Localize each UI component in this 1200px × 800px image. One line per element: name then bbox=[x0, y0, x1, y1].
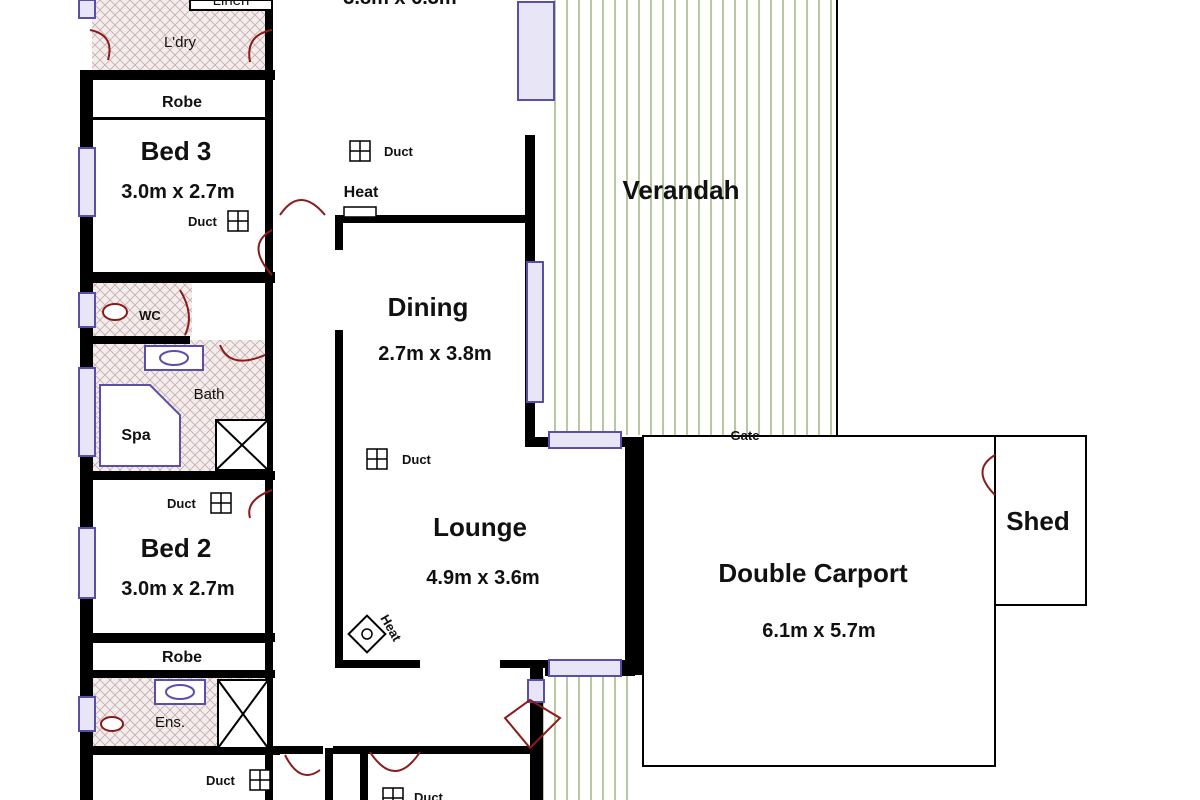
heat-label-1: Heat bbox=[344, 184, 379, 201]
verandah-lower-area bbox=[543, 676, 633, 800]
laundry-floor bbox=[92, 0, 272, 72]
shed-outline bbox=[994, 435, 1087, 606]
carport-label: Double Carport bbox=[718, 558, 908, 588]
wc-label: WC bbox=[139, 308, 161, 323]
lounge-dim: 4.9m x 3.6m bbox=[426, 567, 539, 589]
doors bbox=[89, 29, 996, 776]
carport-outline bbox=[642, 435, 996, 767]
spa-label: Spa bbox=[121, 427, 150, 444]
duct-label-6: Duct bbox=[414, 790, 444, 800]
bed2-dim: 3.0m x 2.7m bbox=[121, 578, 234, 600]
linen-label: Linen bbox=[213, 0, 250, 9]
verandah-label: Verandah bbox=[622, 175, 739, 205]
duct-label-4: Duct bbox=[167, 496, 197, 511]
shed-label: Shed bbox=[1006, 506, 1070, 536]
windows bbox=[78, 0, 622, 732]
laundry-label: L'dry bbox=[164, 34, 197, 51]
bed2-label: Bed 2 bbox=[141, 533, 212, 563]
robe-top-label: Robe bbox=[162, 94, 202, 111]
ensuite-toilet-icon bbox=[100, 716, 124, 732]
gate-label: Gate bbox=[731, 428, 760, 443]
bath-label: Bath bbox=[194, 386, 225, 403]
duct-label-2: Duct bbox=[188, 214, 218, 229]
top-room-dim: 3.8m x 6.3m bbox=[343, 0, 456, 9]
heat-icon-lounge bbox=[347, 614, 387, 654]
wc-toilet-icon bbox=[102, 303, 128, 321]
heat-label-2: Heat bbox=[377, 612, 404, 644]
verandah-area bbox=[545, 0, 837, 435]
heat-icon-top bbox=[343, 206, 377, 218]
duct-label-3: Duct bbox=[402, 452, 432, 467]
lounge-label: Lounge bbox=[433, 512, 527, 542]
ensuite-label: Ens. bbox=[155, 714, 185, 731]
duct-label-1: Duct bbox=[384, 144, 414, 159]
dining-label: Dining bbox=[388, 292, 469, 322]
bed3-label: Bed 3 bbox=[141, 136, 212, 166]
duct-icons bbox=[210, 140, 404, 800]
carport-dim: 6.1m x 5.7m bbox=[762, 620, 875, 642]
dining-dim: 2.7m x 3.8m bbox=[378, 343, 491, 365]
bed3-dim: 3.0m x 2.7m bbox=[121, 181, 234, 203]
duct-label-5: Duct bbox=[206, 773, 236, 788]
robe-bottom-label: Robe bbox=[162, 649, 202, 666]
